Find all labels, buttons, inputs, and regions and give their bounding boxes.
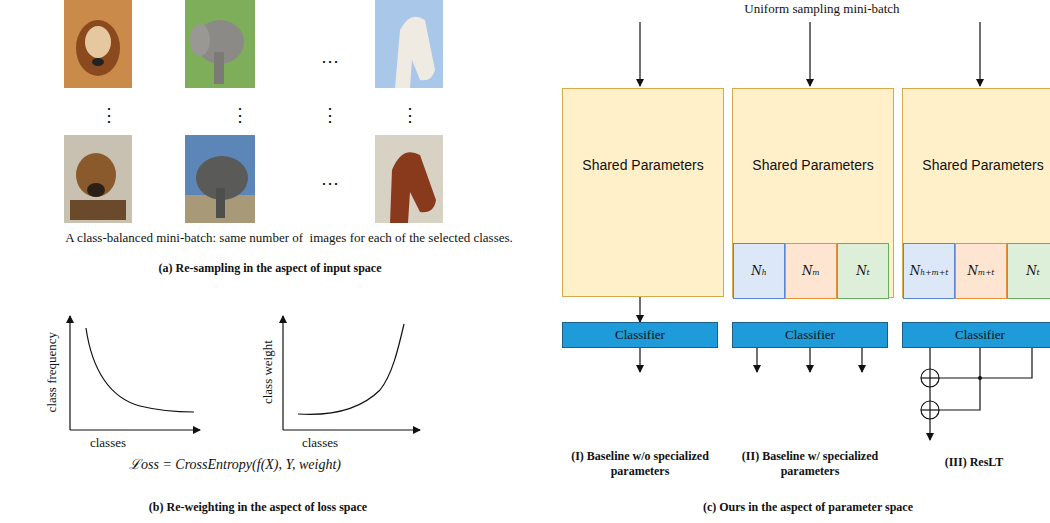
specialized-parameter-box: Nₜ: [837, 243, 889, 299]
drawn-line: [979, 22, 980, 86]
drawn-rect: [214, 52, 224, 84]
box-text: Classifier: [955, 327, 1005, 343]
column-caption: (III) ResLT: [904, 455, 1044, 470]
ellipsis: ⋯: [312, 172, 348, 195]
caption-text: A class-balanced mini-batch: same number…: [14, 230, 564, 246]
box-text: Nₜ: [856, 264, 869, 278]
drawn-path: [395, 17, 435, 88]
drawn-ellipse: [76, 20, 120, 76]
drawn-line: [639, 22, 640, 86]
classifier-box: Classifier: [732, 322, 888, 348]
subfigure-caption: (c) Ours in the aspect of parameter spac…: [618, 500, 998, 515]
drawn-rect: [70, 200, 126, 220]
ellipsis: ⋯: [312, 50, 348, 73]
drawn-line: [639, 348, 640, 372]
dog-photo: [64, 0, 132, 88]
classifier-box: Classifier: [902, 322, 1050, 348]
box-text: Classifier: [785, 327, 835, 343]
box-text: Classifier: [615, 327, 665, 343]
drawn-line: [809, 22, 810, 86]
ellipsis: ⋮: [230, 104, 250, 127]
frequency-plot: [70, 316, 200, 430]
axis-label: class frequency: [44, 317, 60, 427]
specialized-parameter-box: Nₜ: [1007, 243, 1050, 299]
drawn-rect: [216, 188, 225, 218]
drawn-path: [298, 324, 404, 414]
weight-plot: [283, 316, 420, 430]
drawn-line: [70, 429, 200, 430]
shared-parameters-box: Shared ParametersNₕ Nₘ Nₜ: [732, 88, 894, 298]
drawn-path: [86, 328, 194, 412]
input-arrows: [640, 22, 980, 86]
box-text: Nₕ: [751, 264, 767, 278]
drawn-rect: [64, 0, 132, 88]
drawn-rect: [185, 0, 255, 88]
specialized-parameter-box: Nₘ: [785, 243, 837, 299]
dog-photo: [64, 135, 132, 223]
classifier-box: Classifier: [562, 322, 718, 348]
residual-fusion: [921, 348, 1032, 440]
column-caption: (II) Baseline w/ specialized parameters: [734, 449, 886, 479]
drawn-ellipse: [87, 183, 105, 197]
output-arrows: [640, 348, 862, 372]
box-text: Nₘ: [802, 264, 820, 278]
drawn-rect: [64, 135, 132, 223]
box-text: Shared Parameters: [563, 157, 723, 173]
shared-parameters-box: Shared ParametersNₕ₊ₘ₊ₜ Nₘ₊ₜ Nₜ: [902, 88, 1050, 298]
drawn-rect: [375, 0, 443, 88]
drawn-ellipse: [92, 58, 104, 66]
connector-arrow: [639, 297, 640, 322]
specialized-parameter-box: Nₘ₊ₜ: [955, 243, 1007, 299]
box-text: Nₕ₊ₘ₊ₜ: [910, 264, 949, 278]
subfigure-caption: (a) Re-sampling in the aspect of input s…: [100, 261, 440, 276]
drawn-path: [939, 348, 980, 410]
specialized-parameter-box: Nₕ₊ₘ₊ₜ: [903, 243, 955, 299]
input-label: Uniform sampling mini-batch: [712, 1, 932, 17]
drawn-circle: [921, 369, 939, 387]
column-caption: (I) Baseline w/o specialized parameters: [564, 449, 716, 479]
axis-label: class weight: [260, 317, 276, 427]
ellipsis: ⋮: [320, 104, 340, 127]
specialized-parameter-box: Nₕ: [733, 243, 785, 299]
drawn-line: [283, 429, 420, 430]
drawn-line: [929, 387, 930, 401]
box-text: Nₘ₊ₜ: [967, 264, 994, 278]
drawn-line: [756, 348, 757, 372]
drawn-line: [929, 401, 930, 419]
box-text: Shared Parameters: [903, 157, 1050, 173]
drawn-ellipse: [85, 26, 111, 58]
ellipsis: ⋮: [99, 104, 119, 127]
drawn-rect: [375, 135, 443, 223]
horse-photo: [375, 0, 443, 88]
horse-photo: [375, 135, 443, 223]
drawn-line: [929, 348, 930, 369]
drawn-line: [929, 419, 930, 440]
loss-formula: ℒoss = CrossEntropy(f(X), Y, weight): [70, 456, 400, 474]
drawn-rect: [185, 135, 255, 223]
drawn-line: [69, 316, 70, 430]
axis-label: classes: [75, 435, 141, 451]
shared-parameters-box: Shared Parameters: [562, 88, 724, 297]
drawn-circle: [921, 401, 939, 419]
elephant-photo: [185, 135, 255, 223]
drawn-line: [809, 348, 810, 372]
drawn-path: [939, 348, 1032, 378]
drawn-path: [390, 152, 436, 223]
box-text: Nₜ: [1026, 264, 1039, 278]
drawn-ellipse: [76, 153, 116, 197]
drawn-ellipse: [190, 24, 210, 56]
drawn-line: [929, 369, 930, 387]
elephant-photo: [185, 0, 255, 88]
axis-label: classes: [287, 435, 353, 451]
drawn-line: [861, 348, 862, 372]
ellipsis: ⋮: [400, 104, 420, 127]
box-text: Shared Parameters: [733, 157, 893, 173]
subfigure-caption: (b) Re-weighting in the aspect of loss s…: [88, 500, 428, 515]
drawn-circle: [978, 376, 982, 380]
drawn-line: [282, 316, 283, 430]
